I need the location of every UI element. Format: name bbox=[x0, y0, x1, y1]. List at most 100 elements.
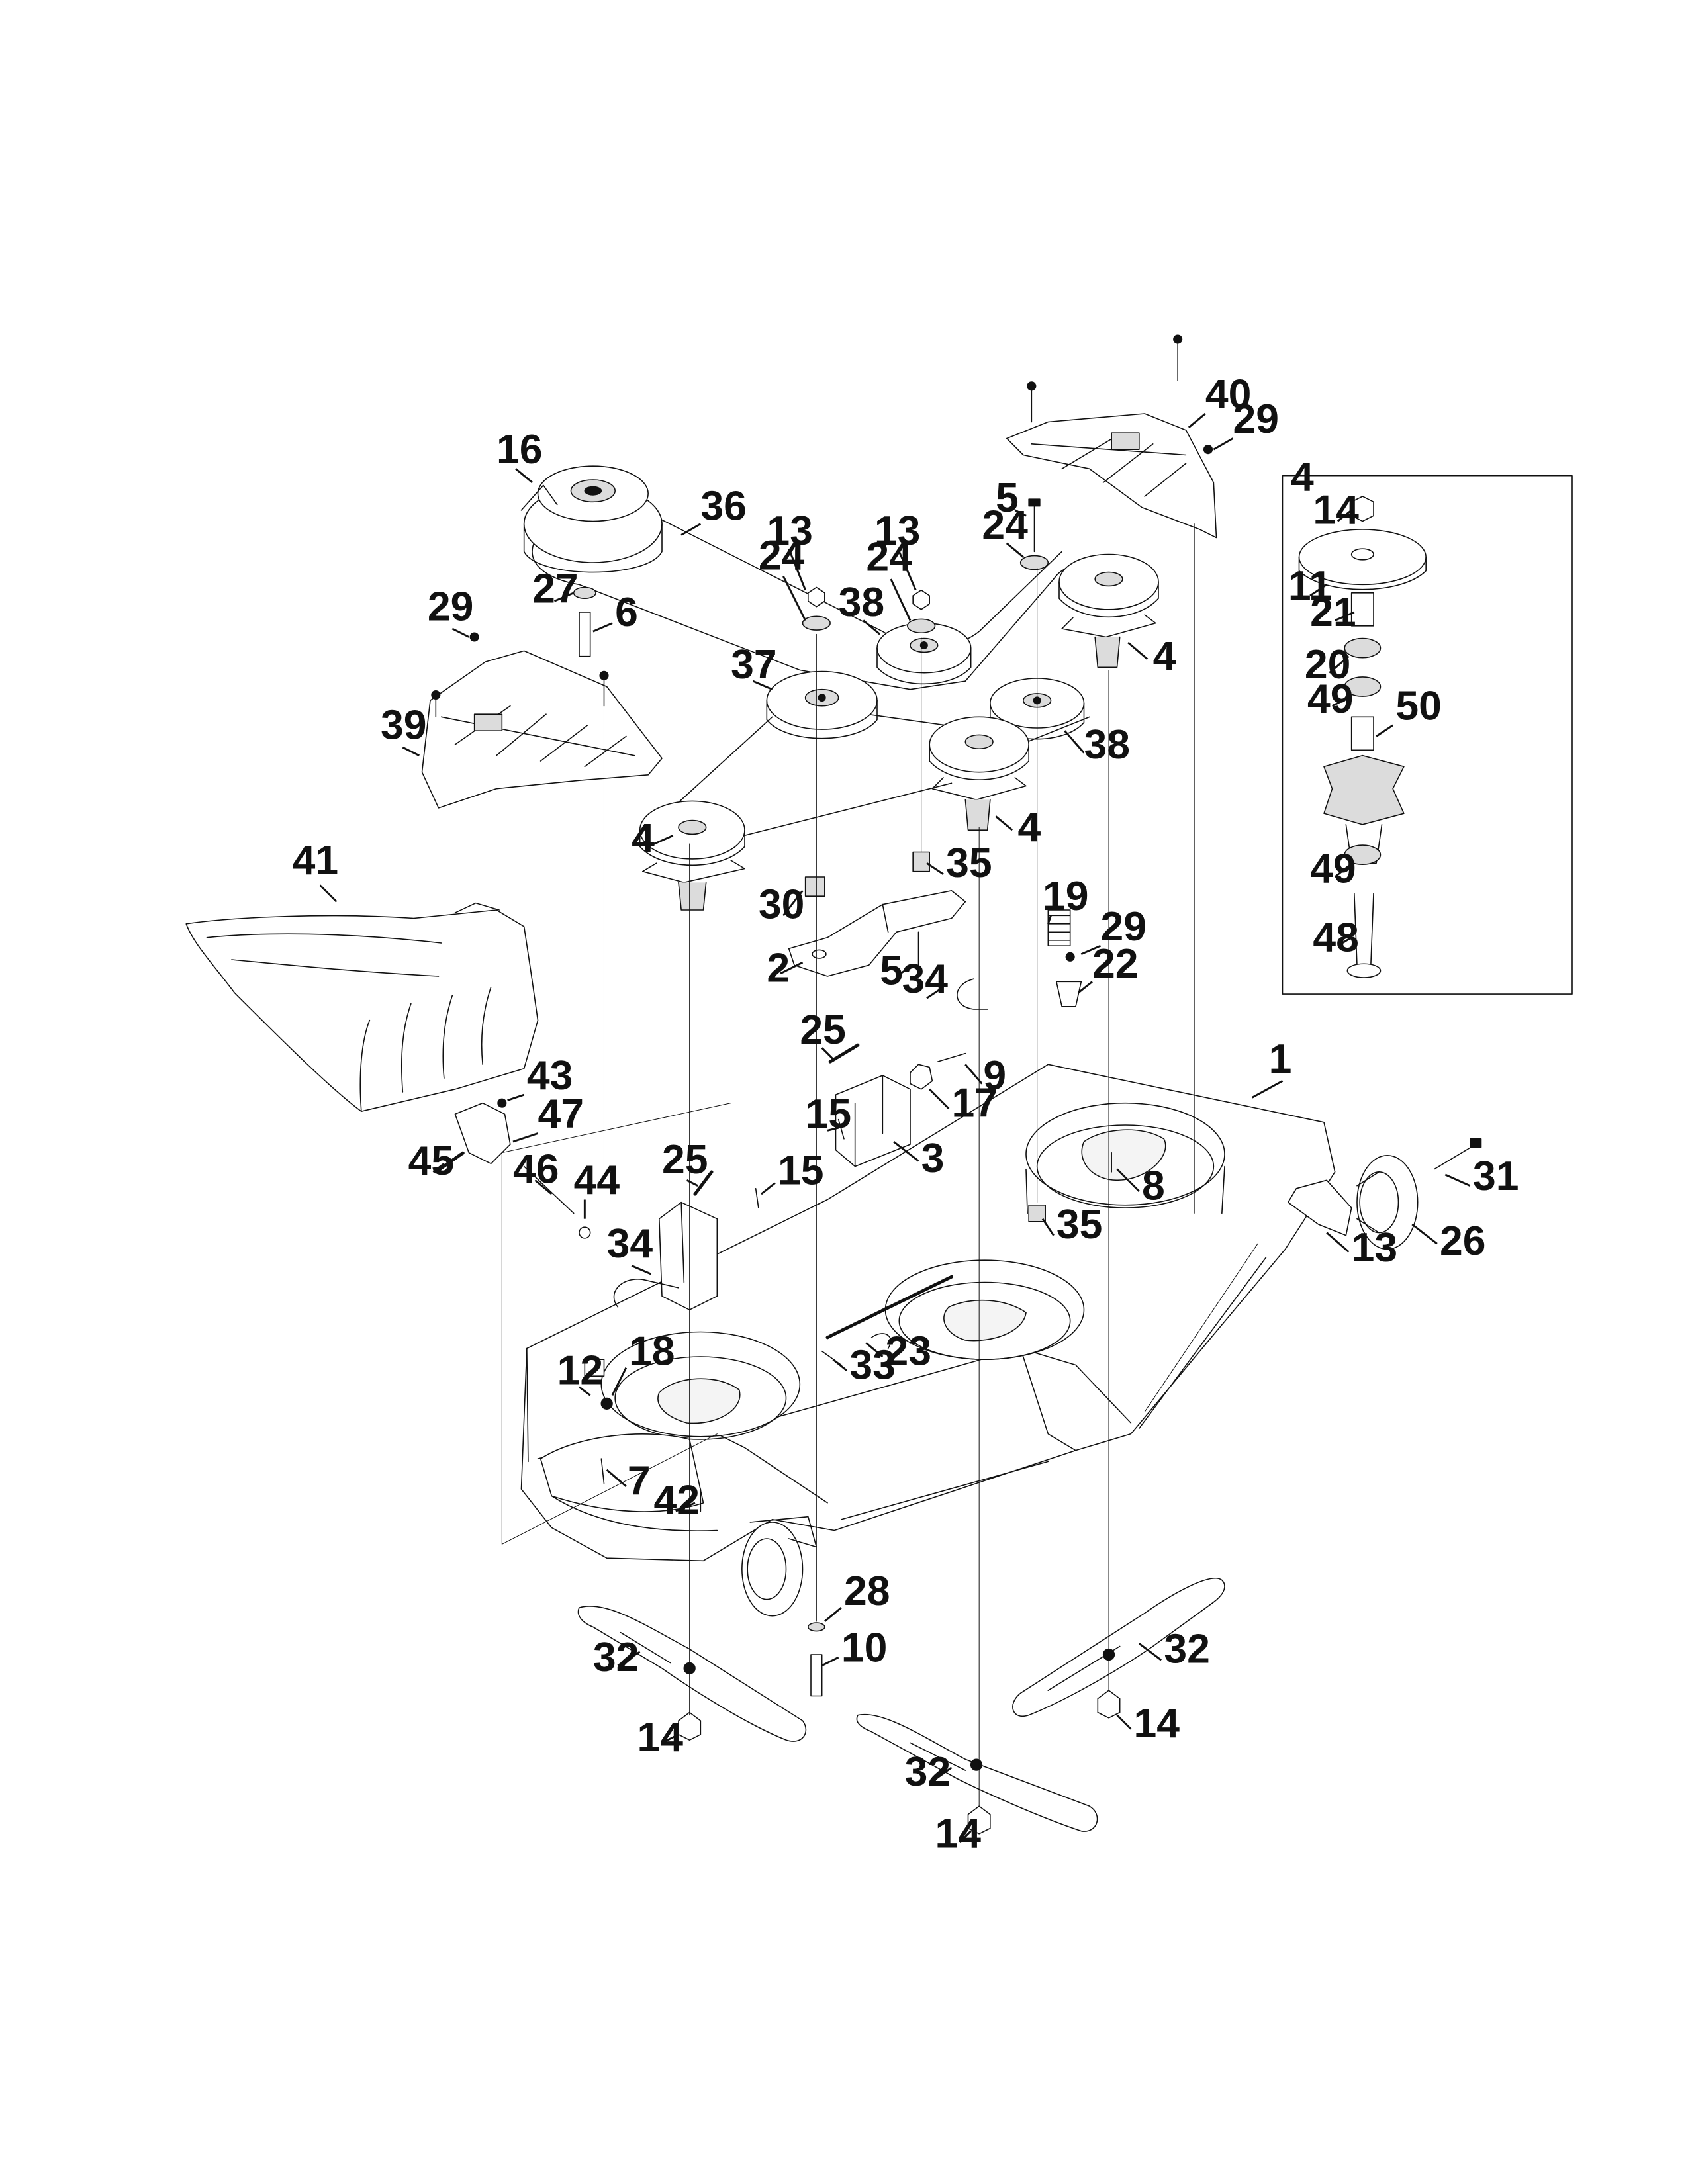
callout-label-19[interactable]: 19 bbox=[1043, 873, 1089, 919]
callout-label-21[interactable]: 21 bbox=[1310, 589, 1356, 635]
spindle-assembly-left[interactable] bbox=[640, 801, 745, 910]
callout-label-9[interactable]: 9 bbox=[983, 1052, 1006, 1099]
callout-label-10[interactable]: 10 bbox=[841, 1624, 888, 1670]
callout-label-48[interactable]: 48 bbox=[1313, 915, 1359, 961]
callout-label-14[interactable]: 14 bbox=[935, 1811, 982, 1857]
callout-label-5[interactable]: 5 bbox=[996, 475, 1019, 521]
callout-label-49[interactable]: 49 bbox=[1310, 845, 1356, 891]
callout-label-43[interactable]: 43 bbox=[527, 1052, 573, 1099]
idler-pulley-37[interactable] bbox=[767, 672, 877, 739]
spring-25-upper[interactable] bbox=[830, 1045, 858, 1062]
callout-label-14[interactable]: 14 bbox=[1313, 487, 1359, 533]
discharge-chute[interactable] bbox=[186, 903, 538, 1112]
callout-label-13[interactable]: 13 bbox=[874, 508, 921, 554]
callout-label-39[interactable]: 39 bbox=[381, 702, 427, 749]
spindle-assembly-right[interactable] bbox=[1059, 555, 1158, 668]
callout-label-32[interactable]: 32 bbox=[593, 1634, 639, 1680]
callout-label-28[interactable]: 28 bbox=[844, 1568, 890, 1614]
callout-label-5[interactable]: 5 bbox=[880, 948, 903, 994]
callout-label-45[interactable]: 45 bbox=[408, 1138, 455, 1184]
callout-leader-4 bbox=[995, 815, 1013, 831]
blade-center[interactable] bbox=[857, 1715, 1097, 1831]
callout-label-42[interactable]: 42 bbox=[654, 1477, 700, 1524]
callout-label-29[interactable]: 29 bbox=[428, 584, 474, 630]
callout-label-8[interactable]: 8 bbox=[1142, 1163, 1165, 1209]
callout-label-32[interactable]: 32 bbox=[905, 1749, 951, 1795]
callout-label-26[interactable]: 26 bbox=[1440, 1218, 1486, 1264]
callout-label-6[interactable]: 6 bbox=[615, 589, 638, 635]
callout-label-17[interactable]: 17 bbox=[952, 1080, 998, 1126]
callout-label-4[interactable]: 4 bbox=[1018, 804, 1041, 850]
idler-spring-19[interactable] bbox=[1048, 910, 1070, 946]
anti-scalp-wheel-left[interactable] bbox=[742, 1517, 817, 1616]
callout-label-24[interactable]: 24 bbox=[866, 534, 912, 580]
callout-label-13[interactable]: 13 bbox=[1352, 1224, 1398, 1271]
callout-leader-9 bbox=[964, 1064, 983, 1085]
spring-45[interactable] bbox=[436, 1153, 463, 1172]
right-belt-cover[interactable] bbox=[1007, 414, 1217, 538]
callout-label-31[interactable]: 31 bbox=[1473, 1153, 1519, 1199]
callout-label-38[interactable]: 38 bbox=[1084, 721, 1131, 768]
callout-label-30[interactable]: 30 bbox=[759, 882, 805, 928]
callout-label-25[interactable]: 25 bbox=[662, 1136, 708, 1183]
anti-scalp-wheel-right[interactable] bbox=[1288, 1156, 1418, 1250]
callout-label-11[interactable]: 11 bbox=[1288, 563, 1332, 609]
callout-label-18[interactable]: 18 bbox=[629, 1328, 675, 1375]
callout-label-34[interactable]: 34 bbox=[902, 956, 949, 1002]
spring-25-lower[interactable] bbox=[695, 1172, 712, 1194]
callout-label-14[interactable]: 14 bbox=[1134, 1700, 1180, 1747]
callout-label-4[interactable]: 4 bbox=[1291, 454, 1314, 500]
left-belt-cover[interactable] bbox=[422, 651, 663, 808]
callout-label-38[interactable]: 38 bbox=[839, 579, 885, 625]
callout-label-29[interactable]: 29 bbox=[1233, 396, 1280, 442]
tension-bracket[interactable] bbox=[614, 1203, 717, 1310]
callout-leader-32 bbox=[931, 1766, 953, 1782]
callout-label-35[interactable]: 35 bbox=[946, 840, 992, 886]
callout-label-46[interactable]: 46 bbox=[513, 1146, 559, 1193]
spindle-assembly-center[interactable] bbox=[929, 717, 1029, 830]
callout-label-34[interactable]: 34 bbox=[607, 1220, 653, 1267]
callout-label-15[interactable]: 15 bbox=[778, 1148, 824, 1194]
callout-leader-50 bbox=[1376, 724, 1393, 737]
callout-label-3[interactable]: 3 bbox=[921, 1135, 945, 1181]
callout-label-12[interactable]: 12 bbox=[557, 1347, 604, 1394]
callout-label-44[interactable]: 44 bbox=[574, 1157, 620, 1203]
callout-leader-24 bbox=[1006, 542, 1024, 558]
pivot-bracket[interactable] bbox=[836, 1075, 911, 1167]
callout-label-7[interactable]: 7 bbox=[628, 1457, 651, 1504]
callout-label-1[interactable]: 1 bbox=[1269, 1036, 1292, 1082]
callout-label-32[interactable]: 32 bbox=[1164, 1626, 1210, 1672]
callout-label-41[interactable]: 41 bbox=[293, 837, 339, 884]
callout-label-29[interactable]: 29 bbox=[1101, 903, 1147, 950]
callout-leader-40 bbox=[1188, 412, 1206, 428]
callout-label-27[interactable]: 27 bbox=[532, 565, 579, 612]
callout-leader-34 bbox=[926, 986, 944, 999]
callout-label-20[interactable]: 20 bbox=[1305, 641, 1351, 688]
callout-label-37[interactable]: 37 bbox=[731, 641, 777, 688]
callout-label-14[interactable]: 14 bbox=[637, 1714, 684, 1760]
callout-label-16[interactable]: 16 bbox=[496, 426, 543, 473]
callout-label-24[interactable]: 24 bbox=[982, 502, 1028, 549]
pto-clutch[interactable] bbox=[522, 466, 663, 572]
callout-label-22[interactable]: 22 bbox=[1092, 940, 1139, 987]
callout-label-40[interactable]: 40 bbox=[1205, 371, 1252, 418]
callout-label-15[interactable]: 15 bbox=[806, 1091, 852, 1137]
callout-label-4[interactable]: 4 bbox=[1153, 633, 1176, 680]
callout-label-13[interactable]: 13 bbox=[767, 508, 813, 554]
callout-label-33[interactable]: 33 bbox=[849, 1342, 896, 1388]
callout-leader-8 bbox=[1116, 1168, 1140, 1193]
callout-label-4[interactable]: 4 bbox=[632, 815, 655, 862]
callout-leader-43 bbox=[507, 1093, 525, 1101]
callout-label-50[interactable]: 50 bbox=[1395, 683, 1442, 729]
callout-label-2[interactable]: 2 bbox=[767, 944, 790, 991]
callout-label-25[interactable]: 25 bbox=[800, 1007, 846, 1053]
deck-tension-spring[interactable] bbox=[827, 1277, 952, 1338]
callout-label-36[interactable]: 36 bbox=[700, 482, 747, 529]
callout-label-47[interactable]: 47 bbox=[538, 1091, 585, 1137]
callout-leader-30 bbox=[782, 889, 804, 917]
callout-label-24[interactable]: 24 bbox=[759, 532, 805, 578]
callout-label-49[interactable]: 49 bbox=[1307, 676, 1354, 722]
callout-label-23[interactable]: 23 bbox=[886, 1328, 932, 1375]
callout-label-35[interactable]: 35 bbox=[1056, 1201, 1103, 1248]
